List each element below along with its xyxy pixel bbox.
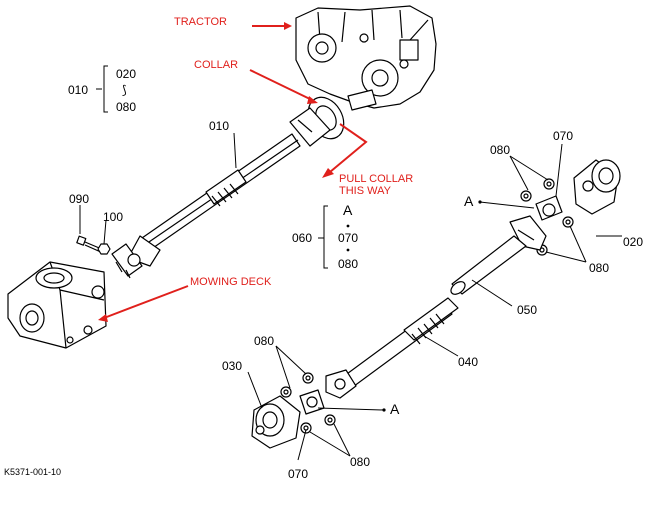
upper-part-020-label: 020 <box>623 235 644 249</box>
part-080-range-label: 080 <box>338 257 359 271</box>
part-100-label: 100 <box>103 210 124 224</box>
lower-universal-joint-drawing <box>251 372 336 449</box>
upper-universal-joint-drawing <box>520 159 621 256</box>
bolt-090-nut-100-drawing <box>76 235 111 255</box>
range-tilde-1: ⟆ <box>122 83 127 97</box>
lower-part-080-top-label: 080 <box>254 334 275 348</box>
upper-part-070-label: 070 <box>553 129 574 143</box>
mowing-deck-callout: MOWING DECK <box>190 276 272 288</box>
leader-lines <box>79 65 622 461</box>
part-070-range-label: 070 <box>338 231 359 245</box>
part-040-label: 040 <box>458 355 479 369</box>
lower-part-030-label: 030 <box>222 359 243 373</box>
upper-a-label: A <box>464 193 474 209</box>
leader-dots <box>346 200 482 412</box>
collar-callout: COLLAR <box>194 59 239 71</box>
part-050-label: 050 <box>517 303 538 317</box>
pull-collar-callout-line1: PULL COLLAR <box>339 173 414 185</box>
figure-code: K5371-001-10 <box>4 467 62 477</box>
pull-collar-callout-line2: THIS WAY <box>339 185 391 197</box>
lower-part-080-bottom-label: 080 <box>350 455 371 469</box>
part-060-group-label: 060 <box>292 231 313 245</box>
part-020-label: 020 <box>116 67 137 81</box>
upper-part-080-right-label: 080 <box>589 261 610 275</box>
callout-arrows <box>98 22 368 322</box>
tractor-callout: TRACTOR <box>174 16 227 28</box>
tractor-housing-drawing <box>295 5 437 111</box>
mowing-deck-gearbox-drawing <box>7 261 107 349</box>
lower-a-label: A <box>390 401 400 417</box>
part-060-a-label: A <box>343 202 353 218</box>
part-080-label: 080 <box>116 100 137 114</box>
part-010-shaft-label: 010 <box>209 119 230 133</box>
front-shaft-010-drawing <box>111 96 345 279</box>
shaft-050-040-drawing <box>325 215 547 399</box>
part-090-label: 090 <box>69 192 90 206</box>
lower-part-070-label: 070 <box>288 467 309 481</box>
part-010-group-label: 010 <box>68 83 89 97</box>
upper-part-080-top-label: 080 <box>490 143 511 157</box>
